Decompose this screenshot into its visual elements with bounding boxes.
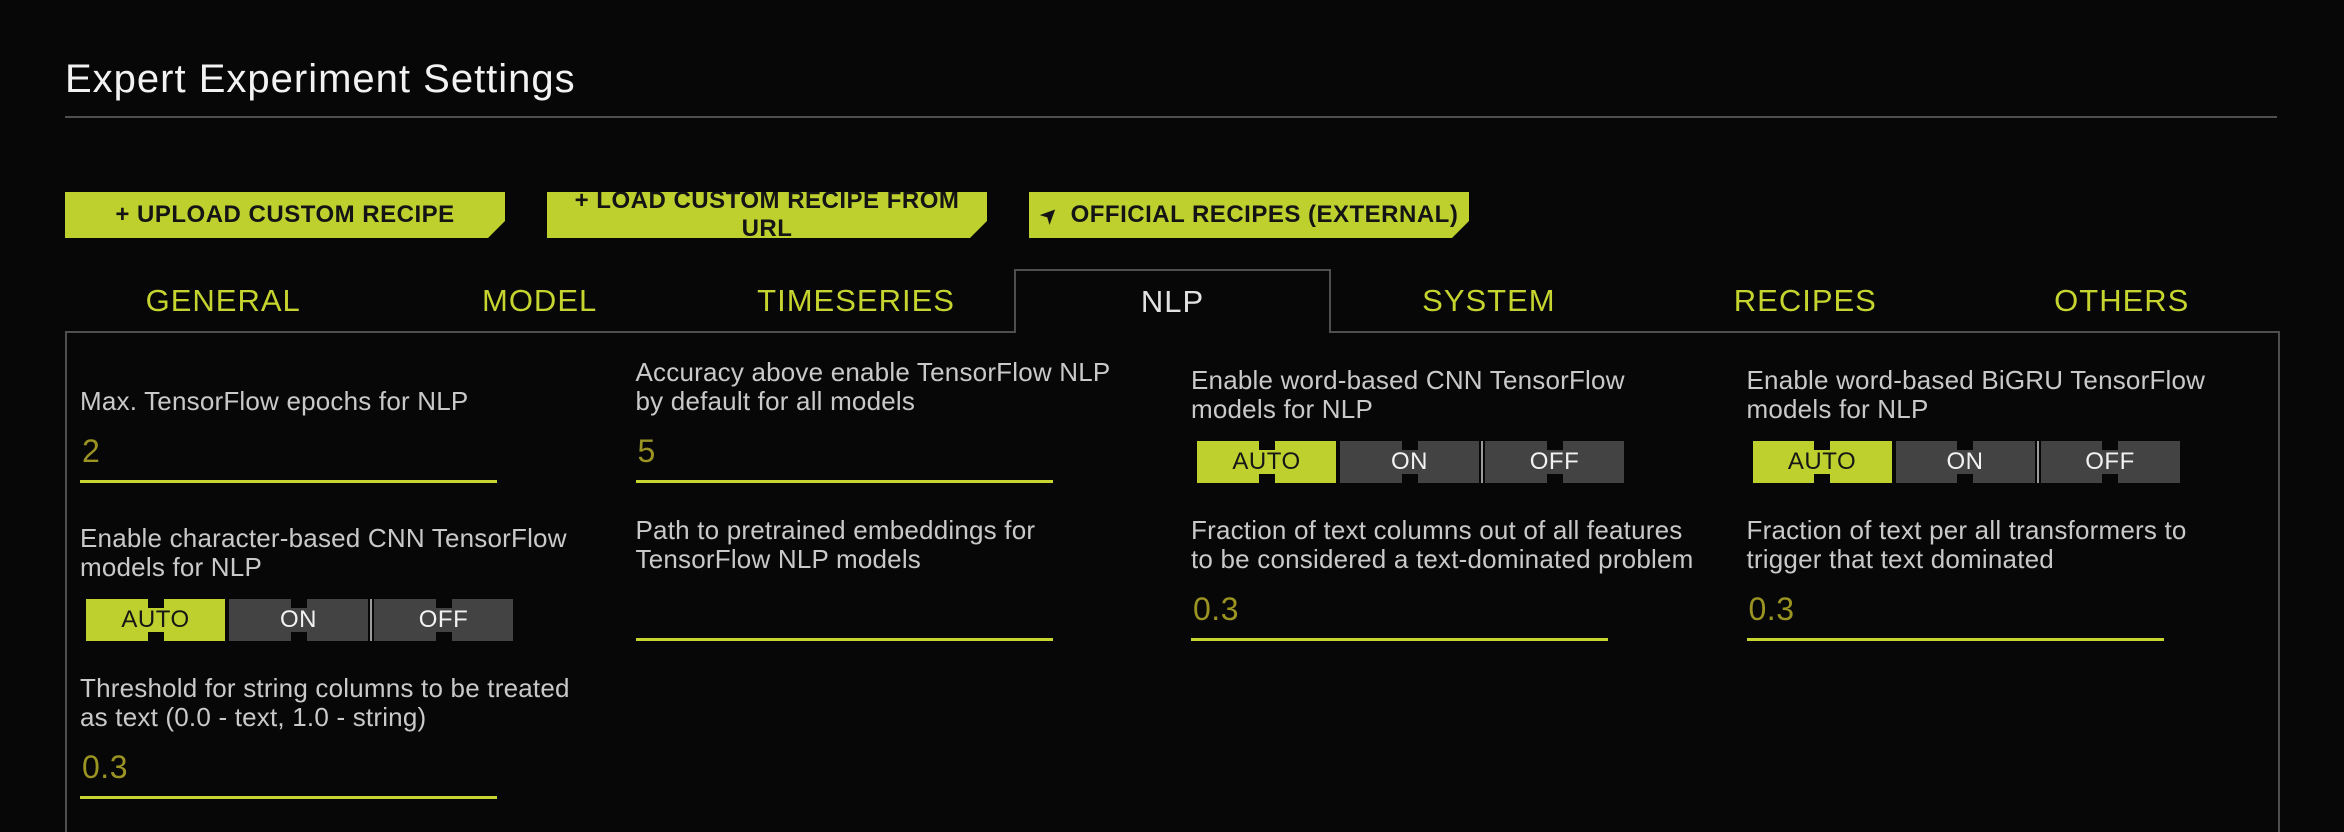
load-custom-recipe-url-button[interactable]: + LOAD CUSTOM RECIPE FROM URL <box>547 192 987 238</box>
toggle-divider <box>1481 441 1483 483</box>
field-char-cnn-toggle: Enable character-based CNN TensorFlow mo… <box>80 491 599 641</box>
field-string-threshold: Threshold for string columns to be treat… <box>80 649 599 799</box>
char-cnn-toggle: AUTO ON OFF <box>86 599 513 641</box>
accuracy-enable-tf-input[interactable] <box>635 433 1053 483</box>
tab-system[interactable]: SYSTEM <box>1422 283 1556 318</box>
settings-grid: Max. TensorFlow epochs for NLP Accuracy … <box>67 333 2278 799</box>
field-label: Accuracy above enable TensorFlow NLP by … <box>635 357 1111 416</box>
char-cnn-off-option[interactable]: OFF <box>374 599 513 641</box>
nlp-settings-panel: Max. TensorFlow epochs for NLP Accuracy … <box>65 331 2280 832</box>
settings-tab-bar: GENERAL MODEL TIMESERIES NLP SYSTEM RECI… <box>65 269 2280 333</box>
embeddings-path-input[interactable] <box>635 591 1053 641</box>
char-cnn-auto-option[interactable]: AUTO <box>86 599 225 641</box>
upload-custom-recipe-button[interactable]: + UPLOAD CUSTOM RECIPE <box>65 192 505 238</box>
page-title: Expert Experiment Settings <box>65 57 576 101</box>
field-label: Enable word-based CNN TensorFlow models … <box>1191 365 1625 424</box>
word-cnn-off-option[interactable]: OFF <box>1485 441 1624 483</box>
official-recipes-label: OFFICIAL RECIPES (EXTERNAL) <box>1070 201 1459 228</box>
recipe-button-row: + UPLOAD CUSTOM RECIPE + LOAD CUSTOM REC… <box>65 192 2280 238</box>
title-divider <box>65 116 2277 118</box>
bigru-auto-option[interactable]: AUTO <box>1752 441 1892 483</box>
page-container: Expert Experiment Settings + UPLOAD CUST… <box>65 0 2280 832</box>
field-word-cnn-toggle: Enable word-based CNN TensorFlow models … <box>1191 333 1710 483</box>
bigru-off-option[interactable]: OFF <box>2040 441 2180 483</box>
max-tf-epochs-input[interactable] <box>80 433 497 483</box>
word-cnn-toggle: AUTO ON OFF <box>1197 441 1624 483</box>
page-header: Expert Experiment Settings <box>65 0 2280 118</box>
text-transformers-fraction-input[interactable] <box>1746 591 2164 641</box>
tab-model[interactable]: MODEL <box>482 283 598 318</box>
field-label: Max. TensorFlow epochs for NLP <box>80 386 469 416</box>
toggle-divider <box>2036 441 2039 483</box>
field-label: Fraction of text per all transformers to… <box>1746 515 2187 574</box>
word-cnn-on-option[interactable]: ON <box>1340 441 1479 483</box>
field-label: Enable word-based BiGRU TensorFlow model… <box>1746 365 2206 424</box>
char-cnn-on-option[interactable]: ON <box>229 599 368 641</box>
word-cnn-auto-option[interactable]: AUTO <box>1197 441 1336 483</box>
text-columns-fraction-input[interactable] <box>1191 591 1608 641</box>
field-label: Path to pretrained embeddings for Tensor… <box>635 515 1036 574</box>
load-custom-recipe-url-label: + LOAD CUSTOM RECIPE FROM URL <box>574 187 960 242</box>
field-embeddings-path: Path to pretrained embeddings for Tensor… <box>635 491 1155 641</box>
upload-custom-recipe-label: + UPLOAD CUSTOM RECIPE <box>115 201 455 228</box>
field-text-transformers-fraction: Fraction of text per all transformers to… <box>1746 491 2266 641</box>
tab-timeseries[interactable]: TIMESERIES <box>757 283 955 318</box>
field-label: Threshold for string columns to be treat… <box>80 673 570 732</box>
field-accuracy-enable-tf: Accuracy above enable TensorFlow NLP by … <box>635 333 1155 483</box>
field-bigru-toggle: Enable word-based BiGRU TensorFlow model… <box>1747 333 2266 483</box>
field-label: Fraction of text columns out of all feat… <box>1191 515 1694 574</box>
bigru-toggle: AUTO ON OFF <box>1752 441 2180 483</box>
field-max-tf-epochs: Max. TensorFlow epochs for NLP <box>80 333 599 483</box>
string-threshold-input[interactable] <box>80 749 497 799</box>
external-link-icon: ➤ <box>1033 199 1065 231</box>
tab-nlp[interactable]: NLP <box>1014 269 1331 333</box>
field-text-columns-fraction: Fraction of text columns out of all feat… <box>1191 491 1710 641</box>
tab-recipes[interactable]: RECIPES <box>1733 283 1877 318</box>
field-label: Enable character-based CNN TensorFlow mo… <box>80 523 567 582</box>
tab-others[interactable]: OTHERS <box>2054 283 2190 318</box>
official-recipes-button[interactable]: ➤ OFFICIAL RECIPES (EXTERNAL) <box>1029 192 1469 238</box>
toggle-divider <box>370 599 372 641</box>
bigru-on-option[interactable]: ON <box>1895 441 2035 483</box>
tab-general[interactable]: GENERAL <box>145 283 301 318</box>
